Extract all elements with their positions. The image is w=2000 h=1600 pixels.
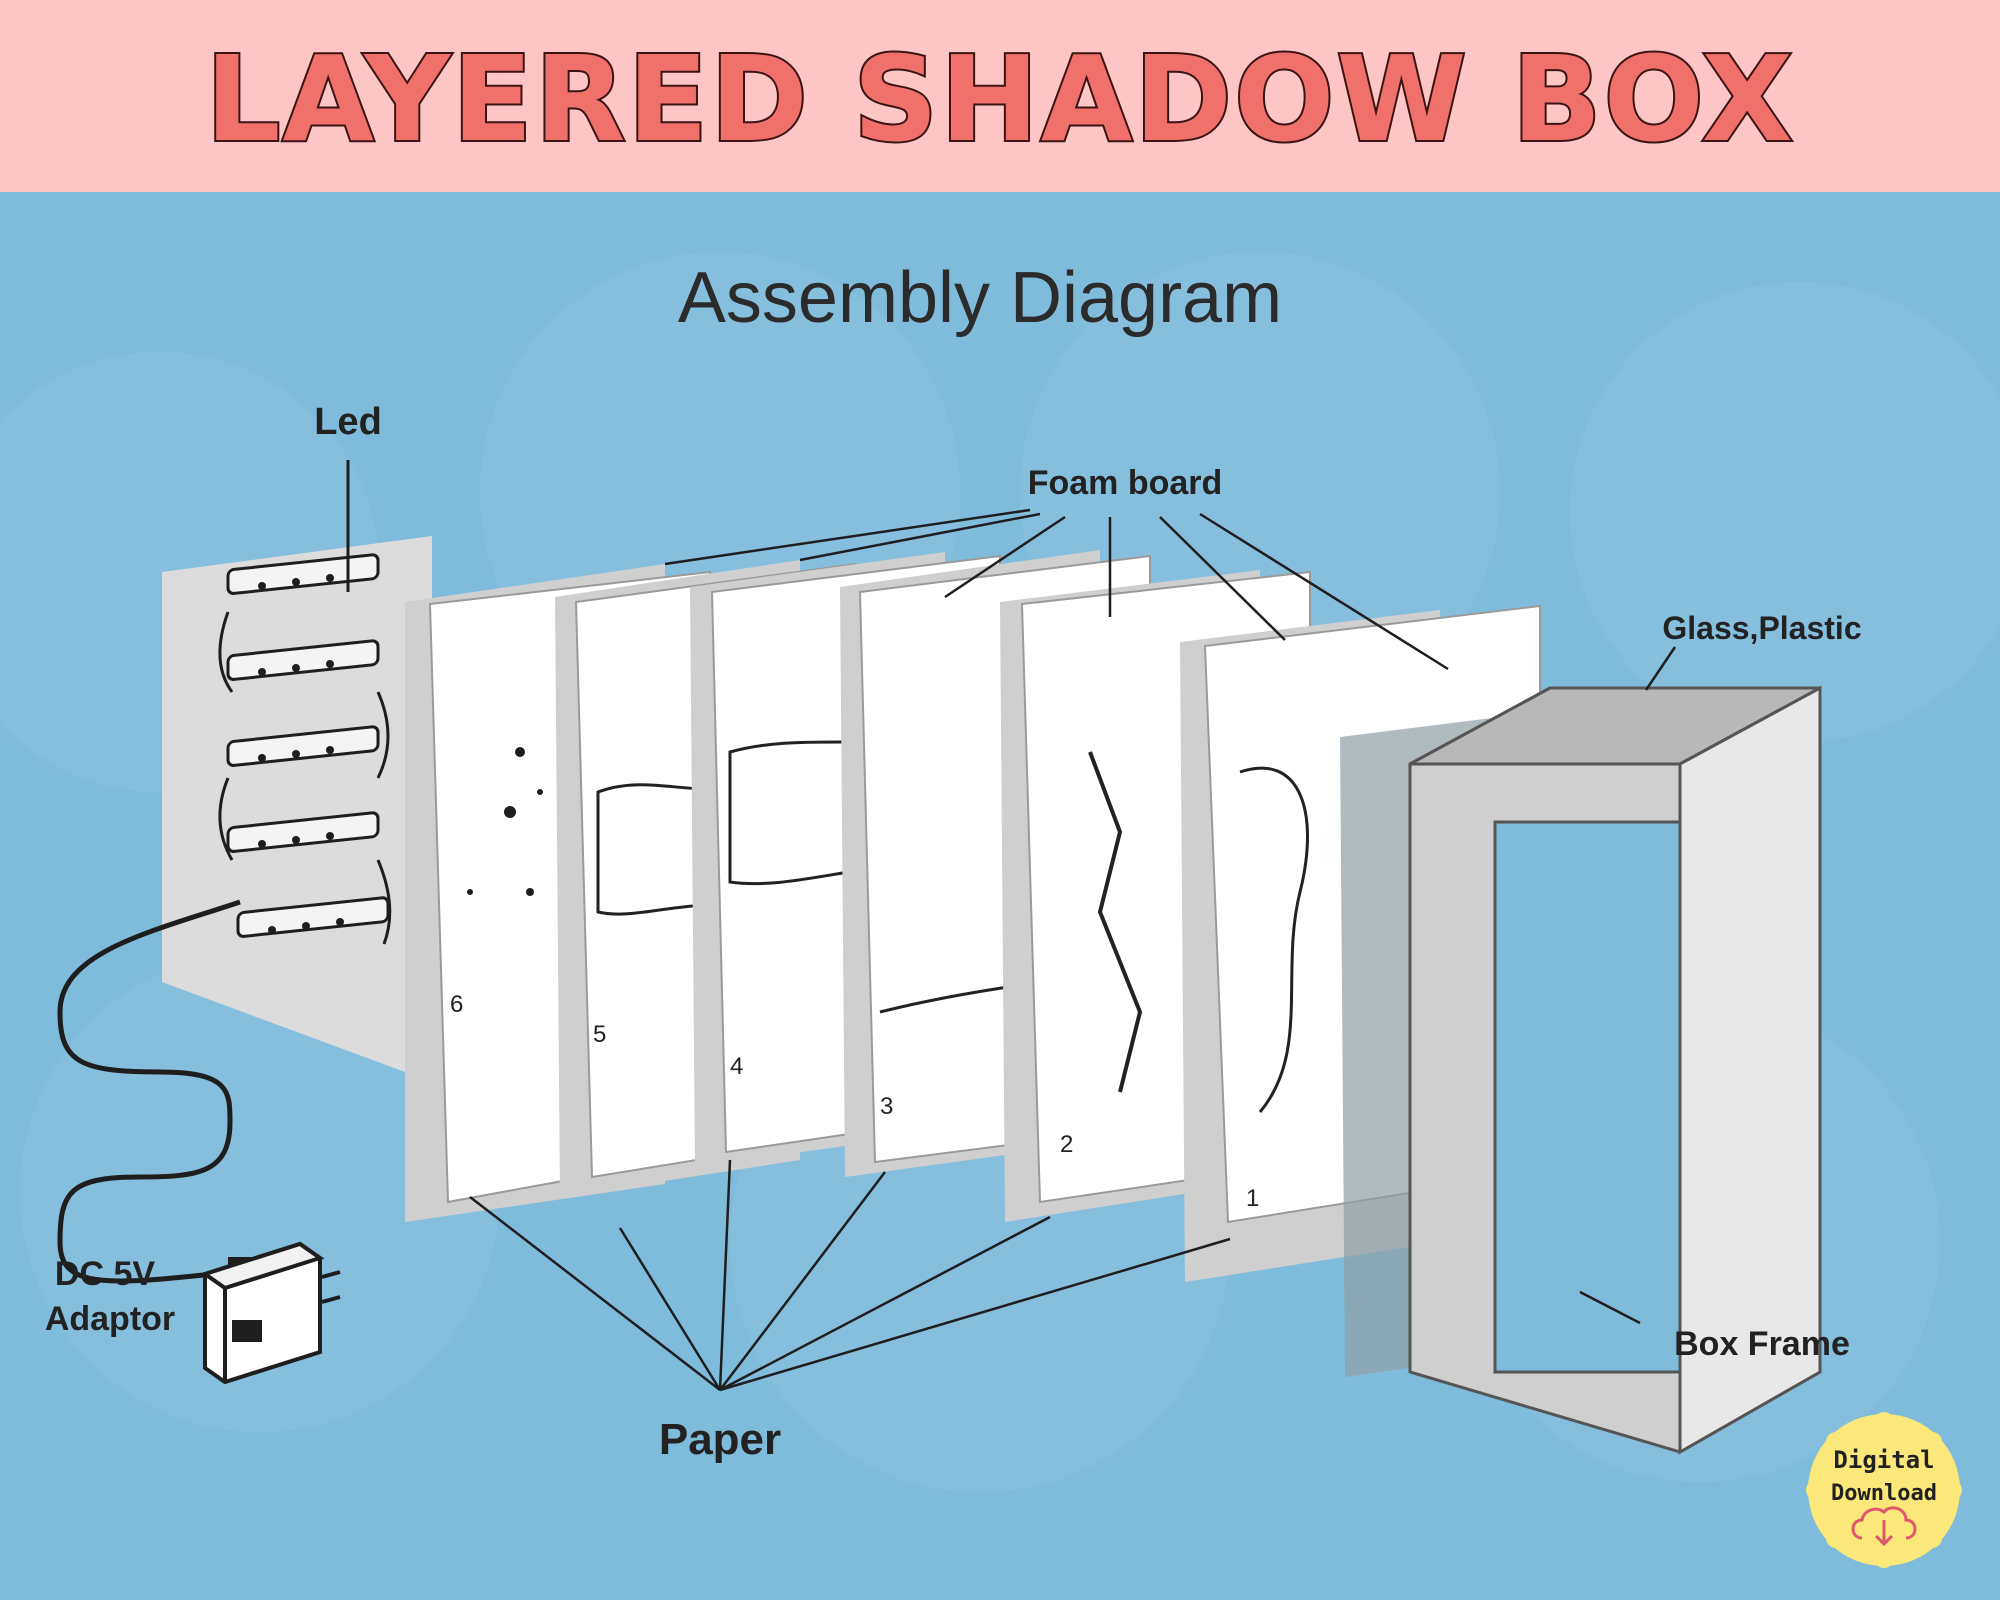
badge-line2: Download — [1831, 1481, 1937, 1506]
layer-number-3: 3 — [880, 1093, 893, 1120]
title-banner: LAYERED SHADOW BOX — [0, 0, 2000, 192]
box-frame — [1408, 685, 1822, 1455]
layer-number-4: 4 — [730, 1053, 743, 1080]
paper-leader-lines — [469, 1159, 1231, 1392]
glass-leader-line — [1644, 646, 1677, 691]
layer-number-1: 1 — [1246, 1185, 1259, 1212]
foam-board-label: Foam board — [1028, 464, 1223, 502]
layer-number-5: 5 — [593, 1021, 606, 1048]
cloud-download-icon — [1851, 1506, 1917, 1547]
adaptor-label-line2: Adaptor — [45, 1300, 175, 1338]
glass-plastic-label: Glass,Plastic — [1662, 610, 1861, 646]
led-label: Led — [314, 401, 382, 443]
banner-title: LAYERED SHADOW BOX — [203, 28, 1795, 170]
paper-label: Paper — [659, 1415, 781, 1464]
foam-board-leader-lines — [664, 508, 1449, 671]
diagram-title: Assembly Diagram — [678, 258, 1282, 338]
dc-adaptor — [200, 1241, 341, 1385]
box-frame-label: Box Frame — [1674, 1325, 1850, 1363]
badge-line1: Digital — [1833, 1446, 1934, 1474]
assembly-diagram: Assembly Diagram — [0, 252, 2000, 1492]
digital-download-badge: Digital Download — [1806, 1412, 1962, 1568]
led-strips — [218, 553, 392, 945]
layer-number-2: 2 — [1060, 1131, 1073, 1158]
box-frame-leader-line — [1579, 1290, 1641, 1325]
led-panel — [162, 536, 432, 1082]
usb-cable — [57, 899, 241, 1284]
layer-number-6: 6 — [450, 991, 463, 1018]
adaptor-label-line1: DC 5V — [55, 1255, 155, 1293]
